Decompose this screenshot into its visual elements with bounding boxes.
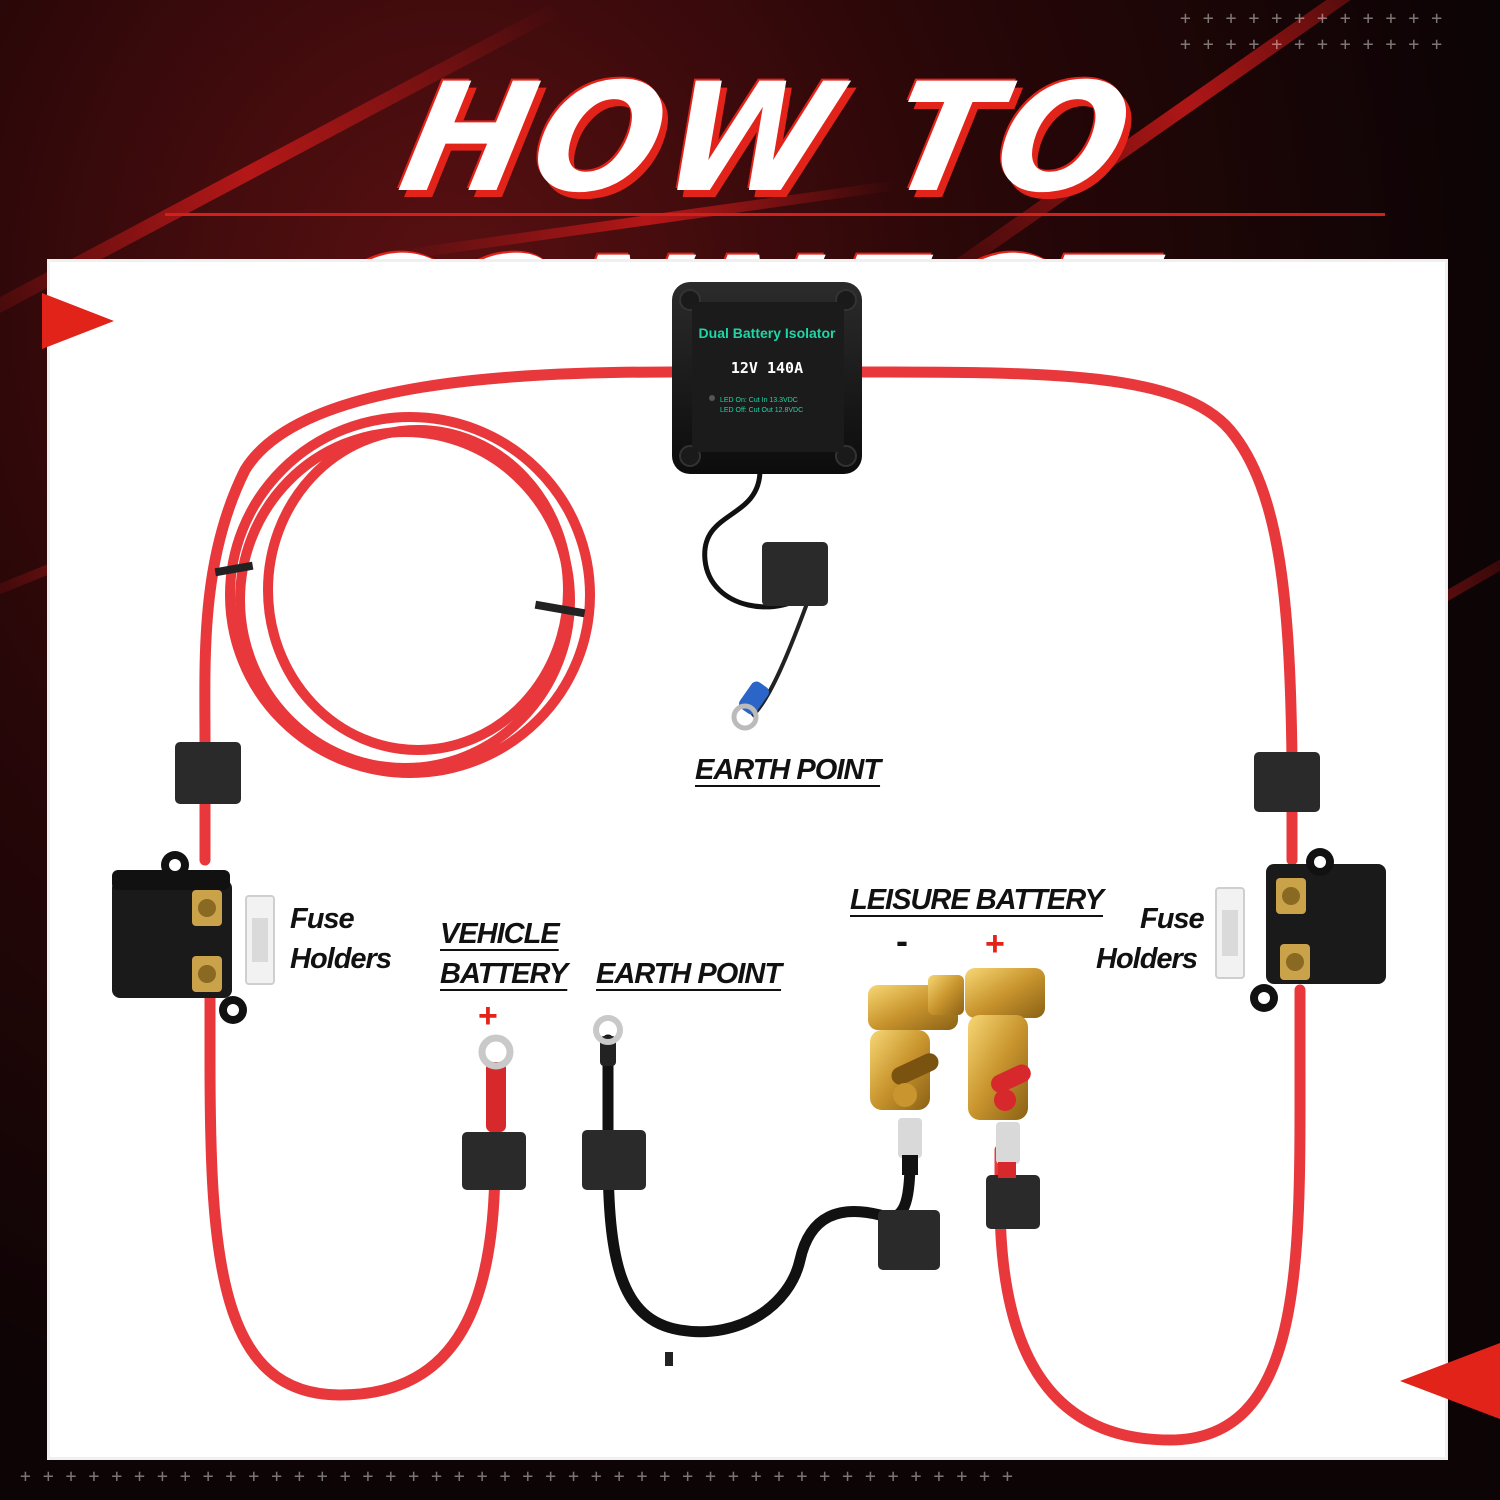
cable-tie bbox=[214, 561, 254, 577]
isolator-unit: Dual Battery Isolator 12V 140A LED On: C… bbox=[672, 282, 862, 718]
isolator-led-off: LED Off: Cut Out 12.8VDC bbox=[720, 407, 803, 414]
decorative-pattern: ++++++++++++ bbox=[1180, 34, 1455, 55]
cable-tie bbox=[665, 1352, 673, 1366]
left-fuse bbox=[245, 895, 275, 985]
right-fuse-holder bbox=[1250, 848, 1386, 1012]
earth-point-top-label: EARTH POINT bbox=[695, 754, 881, 786]
adhesive-mount bbox=[175, 742, 241, 804]
fuse-holders-right-label-line2: Holders bbox=[1096, 943, 1198, 975]
cable-tie bbox=[534, 600, 586, 618]
left-fuse-holder bbox=[112, 851, 247, 1024]
arrow-left-icon bbox=[1400, 1343, 1500, 1419]
earth-cable bbox=[602, 1034, 916, 1338]
adhesive-mount bbox=[878, 1210, 940, 1270]
adhesive-mount bbox=[762, 542, 828, 606]
earth-point-mid-label: EARTH POINT bbox=[596, 958, 782, 990]
vehicle-battery-label-line1: VEHICLE bbox=[440, 918, 560, 950]
left-positive-cable bbox=[199, 366, 678, 1401]
isolator-name: Dual Battery Isolator bbox=[699, 325, 836, 341]
vehicle-battery-label-line2: BATTERY bbox=[440, 958, 568, 990]
leisure-negative-sign: - bbox=[896, 920, 908, 961]
right-fuse bbox=[1215, 887, 1245, 979]
fuse-holders-right-label-line1: Fuse bbox=[1140, 903, 1205, 935]
title-divider bbox=[165, 213, 1385, 216]
isolator-led-on: LED On: Cut In 13.3VDC bbox=[720, 397, 798, 404]
ring-terminal bbox=[731, 681, 770, 731]
right-positive-cable bbox=[852, 366, 1306, 1446]
adhesive-mount bbox=[1254, 752, 1320, 812]
decorative-pattern: ++++++++++++++++++++++++++++++++++++++++… bbox=[20, 1466, 1025, 1487]
fuse-holders-left-label-line1: Fuse bbox=[290, 903, 355, 935]
leisure-positive-sign: + bbox=[985, 925, 1005, 963]
negative-battery-clamp bbox=[868, 975, 964, 1175]
adhesive-mount bbox=[582, 1130, 646, 1190]
earth-ring-terminal bbox=[593, 1015, 623, 1066]
isolator-rating: 12V 140A bbox=[731, 359, 803, 377]
fuse-holders-left-label-line2: Holders bbox=[290, 943, 392, 975]
vehicle-ring-terminal bbox=[478, 1034, 514, 1132]
adhesive-mount bbox=[462, 1132, 526, 1190]
decorative-pattern: ++++++++++++ bbox=[1180, 8, 1455, 29]
adhesive-mount bbox=[986, 1175, 1040, 1229]
positive-battery-clamp bbox=[965, 968, 1045, 1178]
vehicle-positive-sign: + bbox=[478, 997, 498, 1035]
leisure-battery-label: LEISURE BATTERY bbox=[850, 884, 1104, 916]
arrow-right-icon bbox=[42, 293, 114, 349]
